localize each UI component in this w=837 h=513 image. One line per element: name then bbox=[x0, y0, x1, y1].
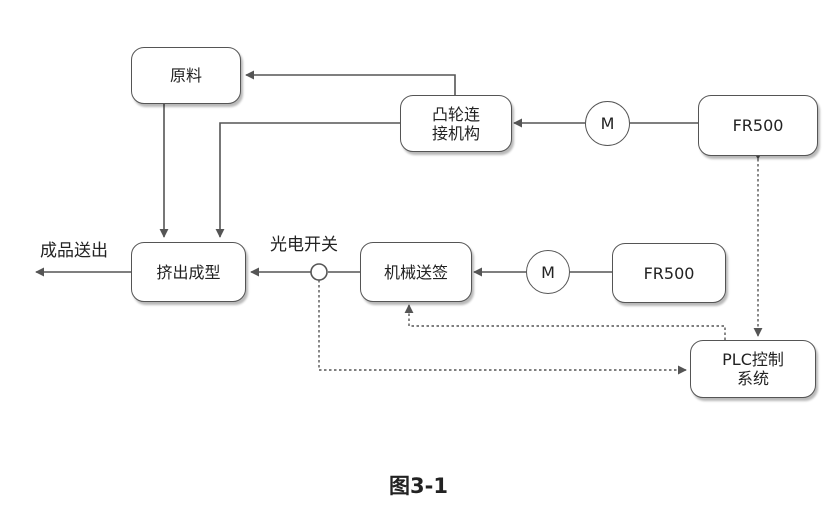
node-raw-material-label: 原料 bbox=[169, 66, 202, 85]
node-plc-system: PLC控制 系统 bbox=[690, 340, 816, 398]
motor-top: M bbox=[585, 101, 630, 146]
arrow-cam-to-raw bbox=[245, 70, 456, 95]
node-fr500-top-label: FR500 bbox=[732, 116, 784, 135]
node-plc-system-label: PLC控制 系统 bbox=[722, 350, 784, 388]
sensor-label: 光电开关 bbox=[270, 235, 338, 255]
signal-sensor-to-plc bbox=[318, 280, 687, 375]
motor-top-label: M bbox=[600, 114, 615, 133]
signal-plc-to-feeder bbox=[404, 304, 726, 340]
output-label: 成品送出 bbox=[40, 241, 108, 261]
sensor-icon bbox=[310, 263, 328, 281]
node-cam-linkage-label: 凸轮连 接机构 bbox=[431, 104, 480, 143]
node-stick-feeder-label: 机械送签 bbox=[383, 262, 448, 282]
node-fr500-bottom-label: FR500 bbox=[643, 263, 695, 283]
motor-bottom: M bbox=[526, 250, 570, 294]
node-extrusion: 挤出成型 bbox=[131, 242, 246, 302]
node-cam-linkage: 凸轮连 接机构 bbox=[400, 95, 512, 152]
motor-bottom-label: M bbox=[541, 262, 555, 282]
node-raw-material: 原料 bbox=[131, 47, 241, 104]
node-fr500-top: FR500 bbox=[698, 95, 818, 156]
node-stick-feeder: 机械送签 bbox=[360, 242, 472, 302]
node-fr500-bottom: FR500 bbox=[612, 243, 726, 303]
figure-caption: 图3-1 bbox=[389, 474, 448, 498]
arrow-cam-to-extrude bbox=[215, 122, 400, 238]
node-extrusion-label: 挤出成型 bbox=[156, 262, 221, 282]
